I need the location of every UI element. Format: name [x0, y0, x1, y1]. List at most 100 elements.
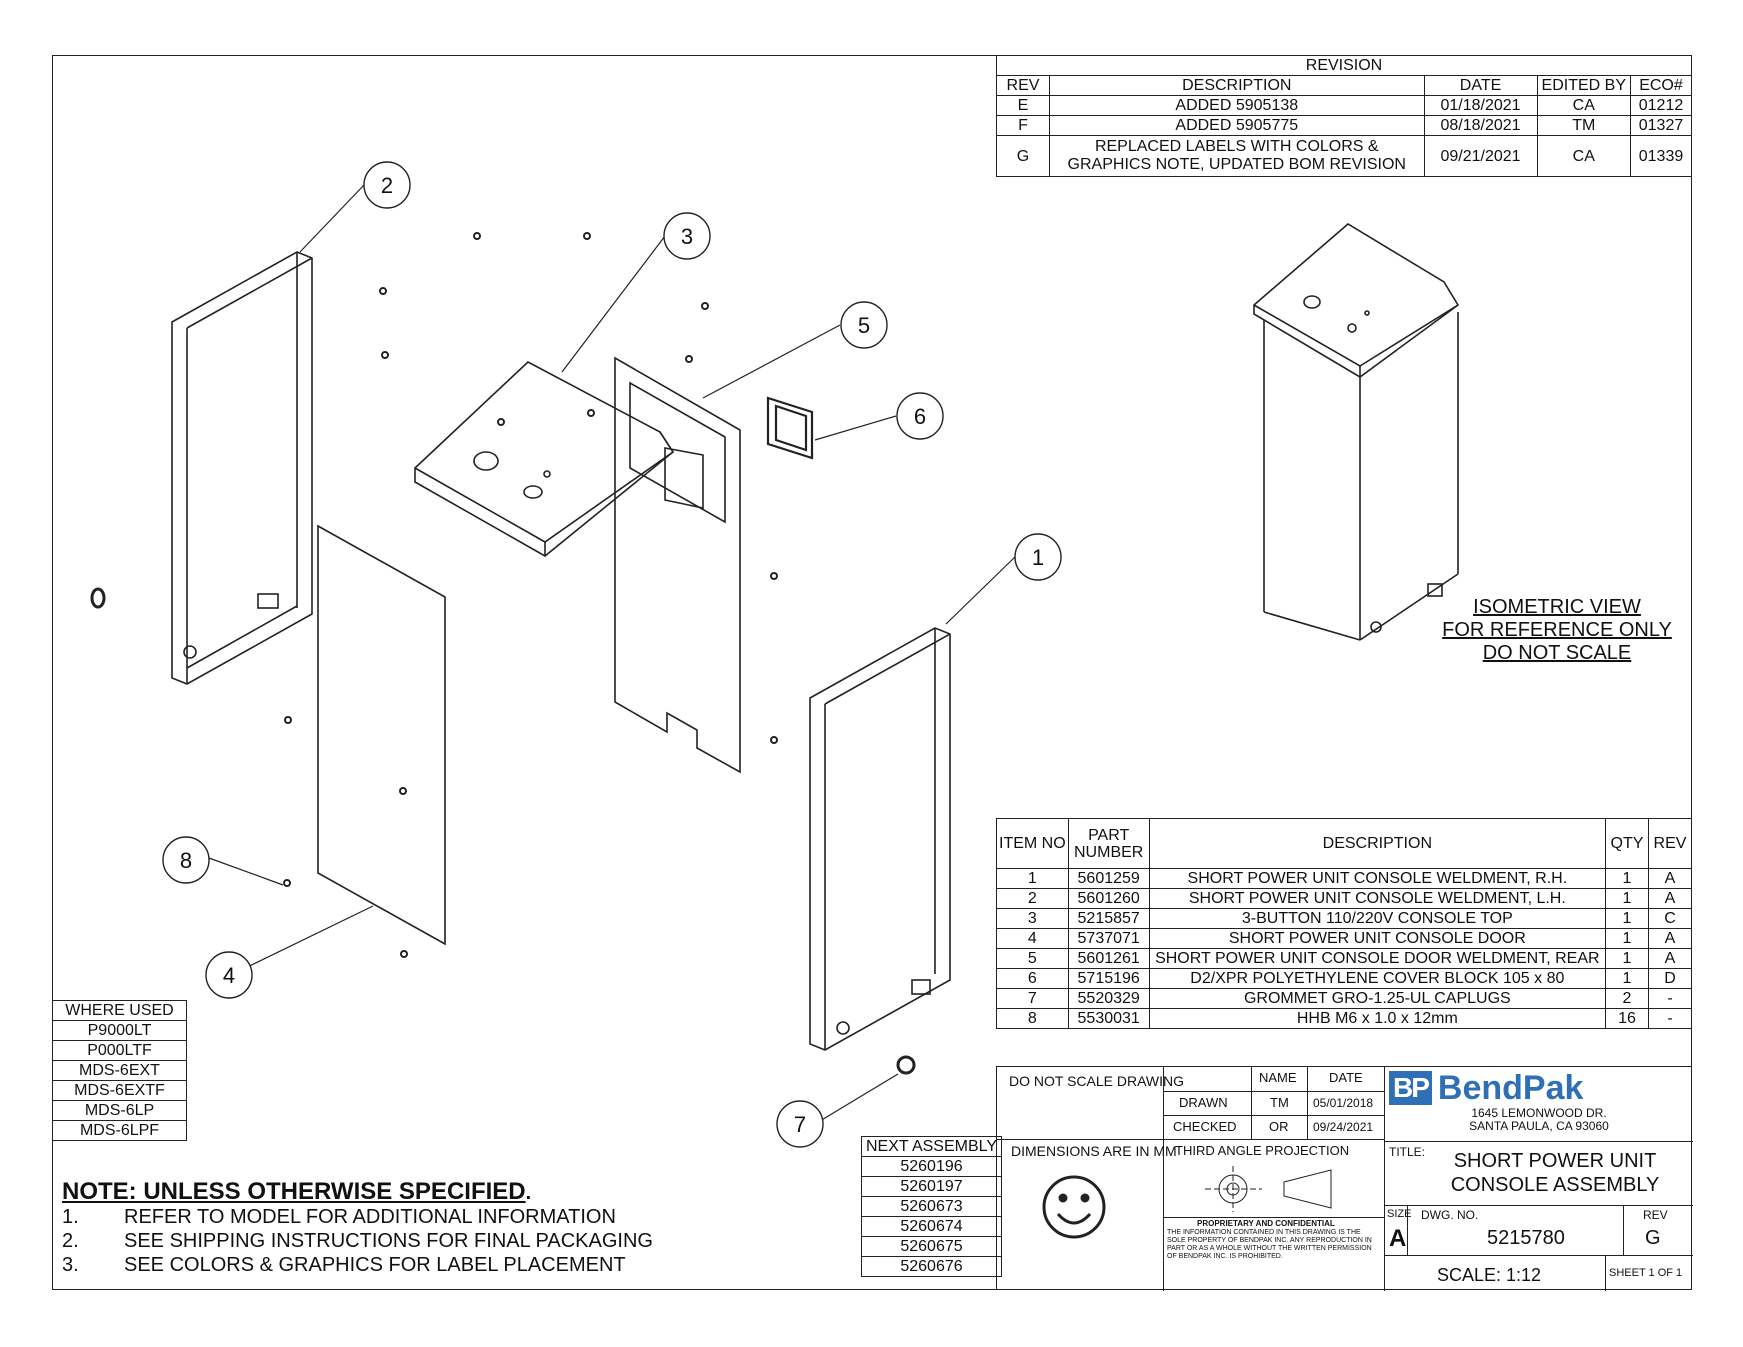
- bom-qty: 1: [1605, 908, 1649, 929]
- next-assembly-table: NEXT ASSEMBLY 5260196 5260197 5260673 52…: [860, 1136, 1003, 1277]
- revision-row: G REPLACED LABELS WITH COLORS & GRAPHICS…: [996, 135, 1692, 177]
- svg-text:1: 1: [1032, 545, 1044, 570]
- iso-caption-line: FOR REFERENCE ONLY: [1442, 619, 1672, 641]
- svg-text:3: 3: [681, 224, 693, 249]
- bom-header-part: PART NUMBER: [1067, 818, 1150, 869]
- scale-label: SCALE: 1:12: [1437, 1265, 1542, 1285]
- logo-name: BendPak: [1437, 1069, 1584, 1107]
- note-item: SEE SHIPPING INSTRUCTIONS FOR FINAL PACK…: [124, 1230, 653, 1252]
- bom-desc: SHORT POWER UNIT CONSOLE DOOR: [1148, 928, 1607, 949]
- bom-header-item: ITEM NO: [996, 818, 1069, 869]
- revision-table: REVISION REV DESCRIPTION DATE EDITED BY …: [996, 55, 1692, 177]
- bom-qty: 2: [1605, 988, 1649, 1009]
- bom-rev: A: [1648, 868, 1692, 889]
- bom-qty: 1: [1605, 888, 1649, 909]
- balloon-4: 4: [205, 951, 253, 999]
- bom-desc: D2/XPR POLYETHYLENE COVER BLOCK 105 x 80: [1148, 968, 1607, 989]
- next-assembly-item: 5260197: [860, 1176, 1003, 1197]
- do-not-scale-label: DO NOT SCALE DRAWING: [1009, 1073, 1185, 1089]
- isometric-caption: ISOMETRIC VIEW FOR REFERENCE ONLY DO NOT…: [1432, 596, 1682, 665]
- balloon-8: 8: [162, 836, 210, 884]
- bom-part: 5601261: [1067, 948, 1150, 969]
- next-assembly-item: 5260674: [860, 1216, 1003, 1237]
- drawn-label: DRAWN: [1179, 1095, 1228, 1110]
- grommet-left: [90, 587, 106, 609]
- size-label: SIZE: [1387, 1208, 1412, 1220]
- dimensions-note: DIMENSIONS ARE IN MM: [1011, 1143, 1177, 1159]
- bom-header-desc: DESCRIPTION: [1148, 818, 1607, 869]
- where-used-table: WHERE USED P9000LT P000LTF MDS-6EXT MDS-…: [52, 1000, 187, 1141]
- dwg-no-value: 5215780: [1487, 1227, 1565, 1249]
- where-used-item: P000LTF: [52, 1040, 187, 1061]
- bom-item: 8: [996, 1008, 1069, 1029]
- next-assembly-item: 5260676: [860, 1256, 1003, 1277]
- cover-block: [766, 396, 814, 460]
- bom-qty: 16: [1605, 1008, 1649, 1029]
- balloon-2: 2: [363, 161, 411, 209]
- where-used-item: MDS-6LP: [52, 1100, 187, 1121]
- isometric-view: [1253, 223, 1460, 641]
- bom-item: 7: [996, 988, 1069, 1009]
- bom-part: 5215857: [1067, 908, 1150, 929]
- leader-lines: [208, 184, 1017, 1122]
- rev-eco-cell: 01327: [1630, 115, 1692, 136]
- balloon-6: 6: [896, 392, 944, 440]
- bom-rev: A: [1648, 928, 1692, 949]
- checked-label: CHECKED: [1173, 1119, 1237, 1134]
- address-line: 1645 LEMONWOOD DR.: [1471, 1106, 1607, 1120]
- bom-part: 5601260: [1067, 888, 1150, 909]
- where-used-title: WHERE USED: [52, 1000, 187, 1021]
- right-side-panel: [809, 627, 951, 1051]
- bom-item: 3: [996, 908, 1069, 929]
- bom-rev: A: [1648, 888, 1692, 909]
- next-assembly-item: 5260673: [860, 1196, 1003, 1217]
- revision-header-rev: REV: [996, 75, 1050, 96]
- bom-header-rev: REV: [1648, 818, 1692, 869]
- balloon-7: 7: [776, 1100, 824, 1148]
- iso-caption-line: DO NOT SCALE: [1482, 642, 1632, 664]
- dwg-no-label: DWG. NO.: [1421, 1208, 1479, 1222]
- balloon-5: 5: [840, 301, 888, 349]
- projection-label: THIRD ANGLE PROJECTION: [1175, 1143, 1350, 1158]
- grommet-right: [896, 1055, 916, 1075]
- bom-item: 6: [996, 968, 1069, 989]
- date-label: DATE: [1329, 1070, 1363, 1085]
- revision-header-eco: ECO#: [1630, 75, 1692, 96]
- svg-text:2: 2: [381, 173, 393, 198]
- drawn-date: 05/01/2018: [1313, 1096, 1374, 1110]
- bom-qty: 1: [1605, 968, 1649, 989]
- bom-part: 5715196: [1067, 968, 1150, 989]
- where-used-item: P9000LT: [52, 1020, 187, 1041]
- note-item: REFER TO MODEL FOR ADDITIONAL INFORMATIO…: [124, 1206, 616, 1228]
- drawing-title: SHORT POWER UNIT CONSOLE ASSEMBLY: [1417, 1149, 1693, 1197]
- iso-caption-line: ISOMETRIC VIEW: [1473, 596, 1641, 618]
- bom-item: 2: [996, 888, 1069, 909]
- bom-part: 5601259: [1067, 868, 1150, 889]
- bom-rev: C: [1648, 908, 1692, 929]
- drawing-frame: [52, 55, 1692, 1290]
- bom-rev: A: [1648, 948, 1692, 969]
- bom-rev: -: [1648, 1008, 1692, 1029]
- smiley-icon: [1042, 1175, 1106, 1239]
- where-used-item: MDS-6EXTF: [52, 1080, 187, 1101]
- title-line: CONSOLE ASSEMBLY: [1450, 1174, 1660, 1196]
- bill-of-materials: ITEM NO PART NUMBER DESCRIPTION QTY REV …: [996, 818, 1692, 1029]
- rev-by-cell: CA: [1536, 135, 1632, 177]
- size-value: A: [1389, 1225, 1407, 1252]
- console-door: [317, 524, 446, 946]
- bendpak-logo: BP BendPak: [1389, 1071, 1689, 1105]
- bom-part: 5520329: [1067, 988, 1150, 1009]
- notes-title: NOTE: UNLESS OTHERWISE SPECIFIED: [62, 1178, 526, 1205]
- bom-item: 5: [996, 948, 1069, 969]
- console-top: [414, 361, 704, 557]
- title-line: SHORT POWER UNIT: [1453, 1150, 1657, 1172]
- checked-date: 09/24/2021: [1313, 1120, 1374, 1134]
- general-notes: NOTE: UNLESS OTHERWISE SPECIFIED. 1.REFE…: [62, 1178, 653, 1277]
